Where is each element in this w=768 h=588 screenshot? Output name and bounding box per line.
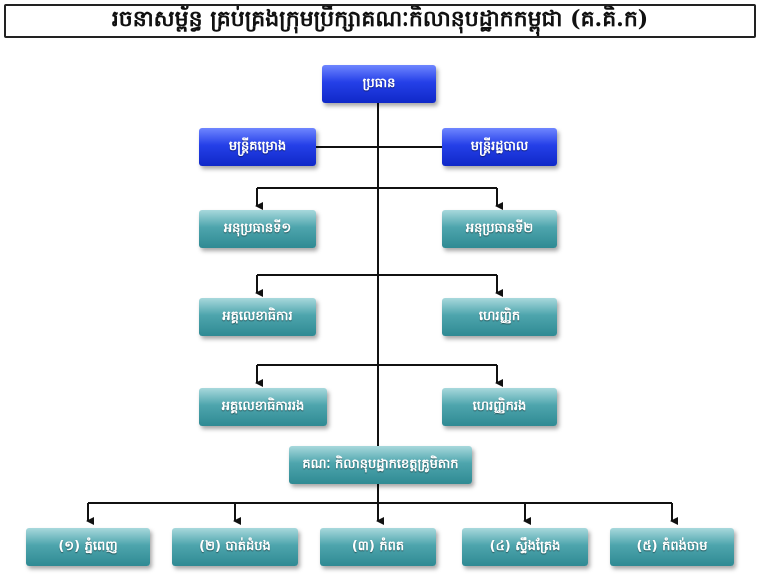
node-secretary-general: អគ្គលេខាធិការ	[199, 298, 316, 336]
node-provincial-committee: គណៈ កិលានុបដ្ឋាកខេត្តគ្រូមិតាក	[289, 446, 472, 484]
node-vice-president-2: អនុប្រធានទី២	[442, 210, 557, 248]
node-region-5: (៥) កំពង់ចាម	[610, 528, 734, 566]
node-deputy-treasurer: ហេរញ្ញិករង	[442, 388, 557, 426]
node-project-officer: មន្ត្រីគម្រោង	[199, 128, 316, 166]
node-region-2: (២) បាត់ដំបង	[172, 528, 298, 566]
node-region-1: (១) ភ្នំពេញ	[26, 528, 150, 566]
node-region-4: (៤) ស្ទឹងត្រែង	[462, 528, 588, 566]
node-deputy-secretary-general: អគ្គលេខាធិការរង	[199, 388, 327, 426]
node-treasurer: ហេរញ្ញិក	[442, 298, 557, 336]
node-admin-officer: មន្ត្រីរដ្ឋបាល	[442, 128, 557, 166]
chart-title: រចនាសម្ព័ន្ធ គ្រប់គ្រងក្រុមប្រឹក្សាគណៈកិ…	[4, 4, 756, 38]
node-vice-president-1: អនុប្រធានទី១	[199, 210, 316, 248]
node-president: ប្រធាន	[322, 65, 436, 103]
node-region-3: (៣) កំពត	[320, 528, 436, 566]
